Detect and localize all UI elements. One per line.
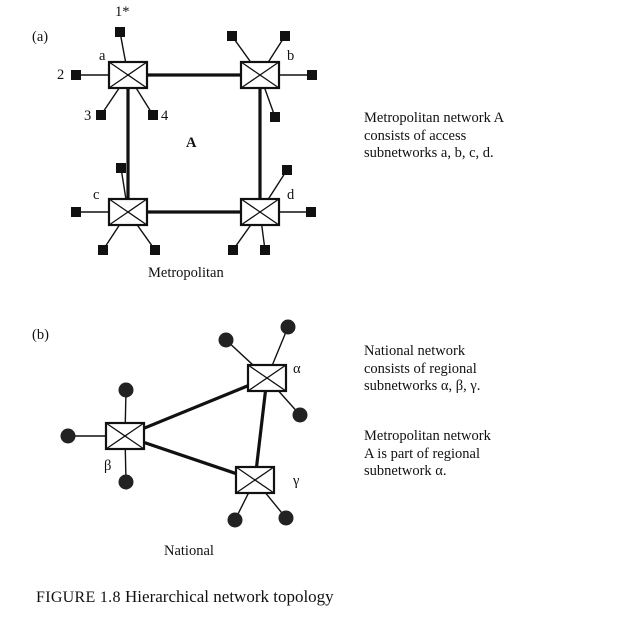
switch-b bbox=[239, 60, 281, 90]
terminal-circle bbox=[278, 510, 294, 526]
metropolitan-label: Metropolitan bbox=[148, 265, 224, 281]
switch-gamma bbox=[234, 465, 276, 495]
terminal-square bbox=[270, 112, 280, 122]
hierarchy-description: Metropolitan network A is part of region… bbox=[364, 428, 491, 481]
terminal-label-2: 2 bbox=[57, 67, 65, 83]
national-description-line: National network bbox=[364, 343, 466, 359]
node-label-a: a bbox=[99, 48, 106, 64]
terminal-square bbox=[282, 165, 292, 175]
national-label: National bbox=[164, 543, 214, 559]
switch-cross bbox=[240, 198, 280, 226]
metropolitan-description: Metropolitan network A consists of acces… bbox=[364, 110, 504, 163]
hierarchy-description-line: Metropolitan network bbox=[364, 428, 491, 444]
switch-cross bbox=[108, 198, 148, 226]
terminal-square bbox=[150, 245, 160, 255]
node-label-b: b bbox=[287, 48, 295, 64]
terminal-square bbox=[148, 110, 158, 120]
terminal-square bbox=[115, 27, 125, 37]
terminal-square bbox=[228, 245, 238, 255]
terminal-circle bbox=[218, 332, 234, 348]
terminal-square bbox=[306, 207, 316, 217]
terminal-square bbox=[98, 245, 108, 255]
switch-beta bbox=[104, 421, 146, 451]
panel-a-label: (a) bbox=[32, 29, 49, 45]
terminal-label-1: 1* bbox=[115, 4, 130, 20]
figure-caption: FIGURE 1.8 Hierarchical network topology bbox=[36, 587, 334, 607]
node-label-c: c bbox=[93, 187, 100, 203]
network-a-label: A bbox=[186, 135, 197, 151]
terminal-circle bbox=[227, 512, 243, 528]
national-description-line: subnetworks α, β, γ. bbox=[364, 378, 481, 394]
metropolitan-description-line: subnetworks a, b, c, d. bbox=[364, 145, 494, 161]
trunk-link bbox=[122, 433, 258, 483]
node-label-alpha: α bbox=[293, 361, 301, 377]
terminal-square bbox=[280, 31, 290, 41]
figure-number: FIGURE 1.8 bbox=[36, 589, 121, 606]
metropolitan-description-line: Metropolitan network A bbox=[364, 110, 505, 126]
switch-d bbox=[239, 197, 281, 227]
terminal-square bbox=[307, 70, 317, 80]
figure-title: Hierarchical network topology bbox=[125, 587, 334, 606]
metropolitan-description-line: consists of access bbox=[364, 127, 467, 144]
terminal-circle bbox=[118, 474, 134, 490]
node-label-gamma: γ bbox=[293, 473, 300, 489]
trunk-link bbox=[253, 376, 269, 482]
hierarchy-description-line: subnetwork α. bbox=[364, 463, 447, 479]
national-description: National network consists of regional su… bbox=[364, 343, 480, 396]
terminal-circle bbox=[118, 382, 134, 398]
national-description-line: consists of regional bbox=[364, 360, 477, 377]
terminal-circle bbox=[60, 428, 76, 444]
terminal-circle bbox=[280, 319, 296, 335]
terminal-square bbox=[116, 163, 126, 173]
switch-cross bbox=[240, 61, 280, 89]
node-label-beta: β bbox=[104, 458, 112, 474]
terminal-label-4: 4 bbox=[161, 108, 169, 124]
terminal-label-3: 3 bbox=[84, 108, 92, 124]
switch-a bbox=[107, 60, 149, 90]
panel-b-label: (b) bbox=[32, 327, 49, 343]
switch-cross bbox=[105, 422, 145, 450]
switch-cross bbox=[235, 466, 275, 494]
national-network-diagram bbox=[60, 319, 308, 528]
node-label-d: d bbox=[287, 187, 295, 203]
switch-cross bbox=[108, 61, 148, 89]
switch-cross bbox=[247, 364, 287, 392]
terminal-square bbox=[227, 31, 237, 41]
terminal-square bbox=[71, 70, 81, 80]
switch-alpha bbox=[246, 363, 288, 393]
terminal-square bbox=[96, 110, 106, 120]
terminal-square bbox=[71, 207, 81, 217]
trunk-link bbox=[122, 375, 270, 439]
terminal-circle bbox=[292, 407, 308, 423]
hierarchy-description-line: A is part of regional bbox=[364, 445, 480, 462]
terminal-square bbox=[260, 245, 270, 255]
metropolitan-network-diagram bbox=[71, 27, 317, 255]
switch-c bbox=[107, 197, 149, 227]
